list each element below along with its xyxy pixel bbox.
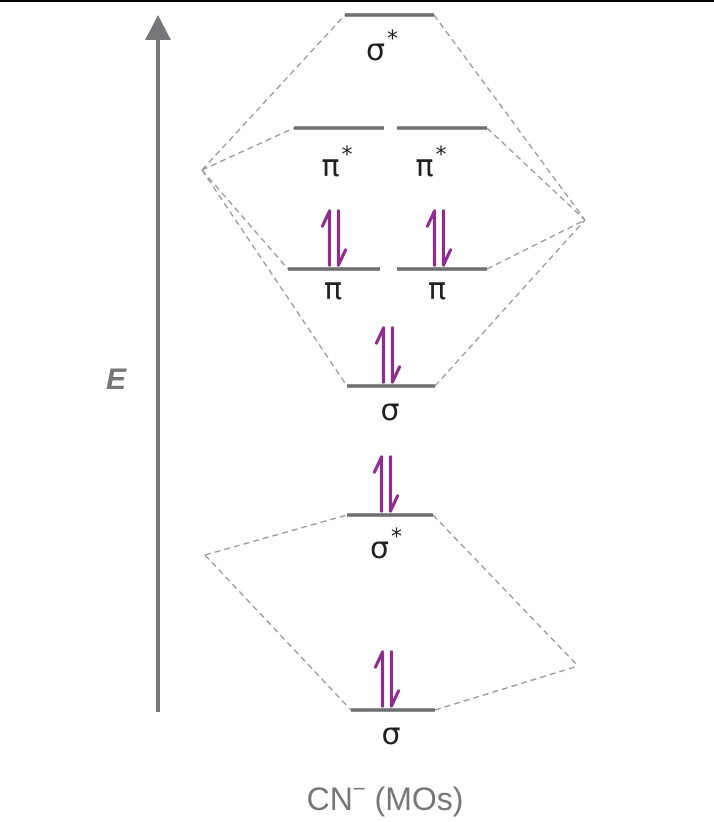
energy-axis-arrowhead-icon xyxy=(145,15,171,40)
electron-spin-down-icon xyxy=(336,209,348,267)
label-pi-right: π xyxy=(428,272,446,307)
caption-species: CN xyxy=(307,781,353,817)
correlation-line xyxy=(486,219,586,270)
level-labels: σ* π* π* π π σ σ* σ xyxy=(321,27,446,752)
correlation-line xyxy=(201,127,295,171)
electron-pairs xyxy=(320,209,453,708)
label-sigma-mid: σ xyxy=(380,393,399,428)
electron-spin-up-icon xyxy=(372,455,384,513)
electron-spin-up-icon xyxy=(374,326,386,384)
electron-spin-up-icon xyxy=(373,650,385,708)
energy-axis-label: E xyxy=(106,363,127,396)
correlation-line xyxy=(201,14,346,171)
electron-spin-down-icon xyxy=(441,209,453,267)
label-pi-left: π xyxy=(324,272,342,307)
electron-spin-up-icon xyxy=(425,209,437,267)
electron-spin-down-icon xyxy=(388,455,400,513)
label-pi-star-left: π* xyxy=(321,143,352,184)
label-sigma-bottom: σ xyxy=(381,717,400,752)
energy-axis: E xyxy=(106,15,171,712)
electron-spin-down-icon xyxy=(389,650,401,708)
correlation-line xyxy=(201,169,289,270)
correlation-line xyxy=(432,514,579,667)
orbital-levels xyxy=(288,13,487,712)
correlation-line xyxy=(433,14,586,221)
label-sigma-star-low: σ* xyxy=(370,525,402,566)
electron-spin-down-icon xyxy=(390,326,402,384)
correlation-line xyxy=(486,127,586,221)
correlation-line xyxy=(201,169,348,387)
caption-suffix: (MOs) xyxy=(366,781,464,817)
label-pi-star-right: π* xyxy=(415,143,446,184)
caption-charge: − xyxy=(353,776,366,801)
correlation-line xyxy=(204,554,352,711)
correlation-lines xyxy=(201,14,586,711)
label-sigma-star-top: σ* xyxy=(366,27,398,68)
diagram-caption: CN− (MOs) xyxy=(307,776,464,817)
correlation-line xyxy=(434,665,579,711)
electron-spin-up-icon xyxy=(320,209,332,267)
correlation-line xyxy=(434,219,586,387)
correlation-line xyxy=(204,514,348,556)
